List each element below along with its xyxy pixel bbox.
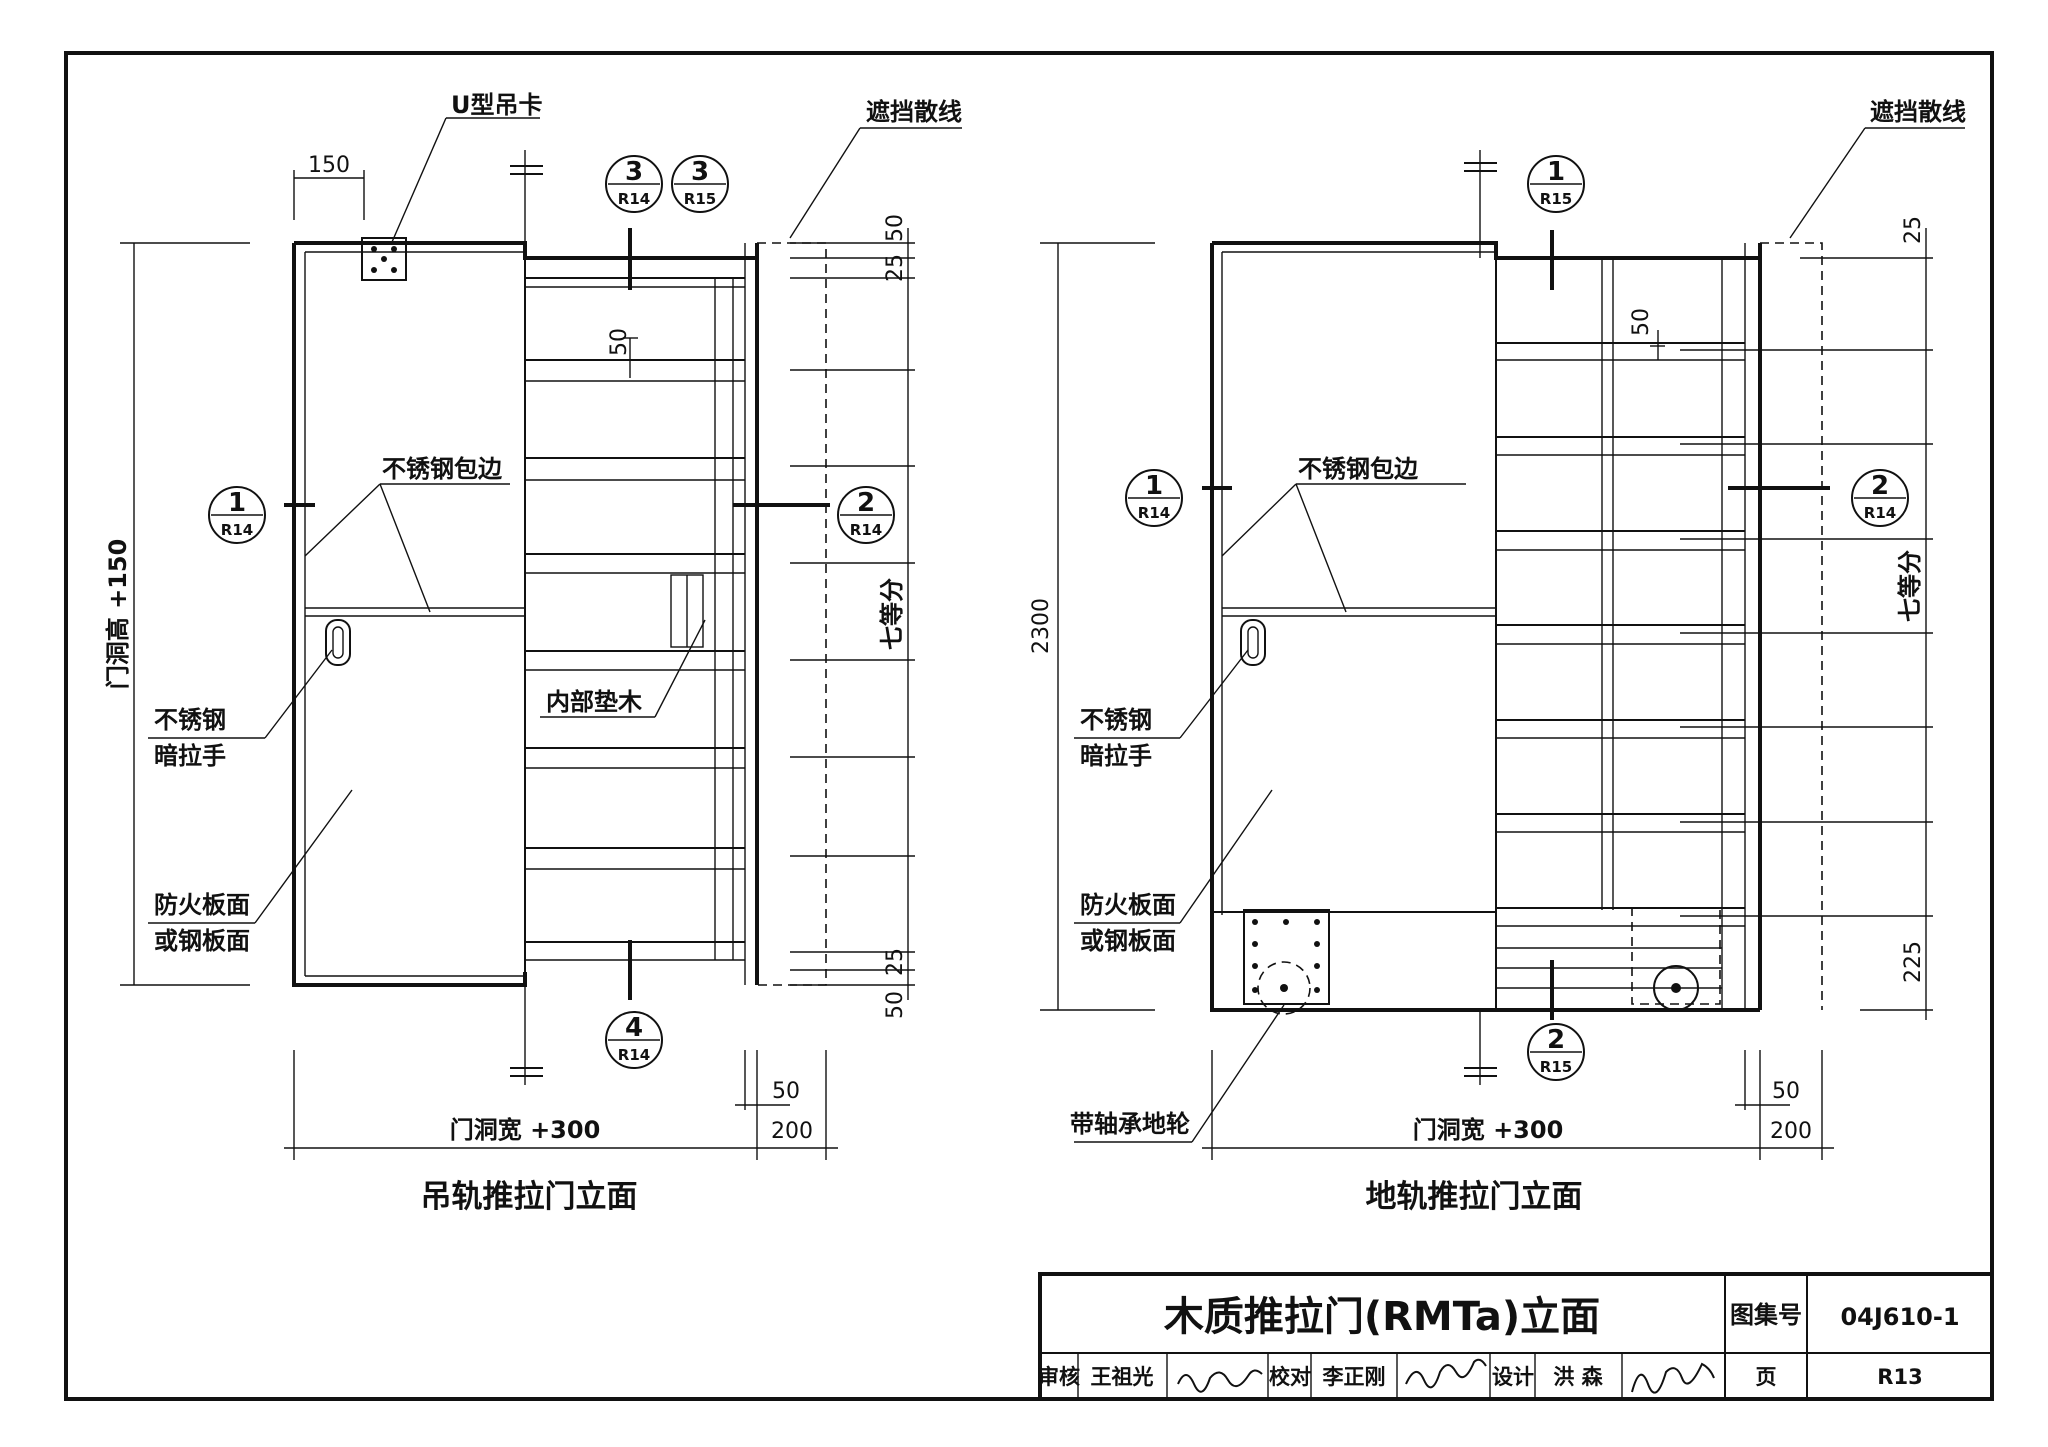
left-cover-label: 遮挡散线 <box>866 98 962 126</box>
left-width-dim: 门洞宽 +300 <box>450 1116 601 1144</box>
right-handle-label-2: 暗拉手 <box>1080 742 1152 770</box>
left-ref-1-r14: 1 R14 <box>208 486 266 544</box>
title-block: 木质推拉门(RMTa)立面 图集号 04J610-1 页 R13 审核 王祖光 … <box>1038 1272 1994 1401</box>
left-ref-4-r14: 4 R14 <box>605 1011 663 1069</box>
right-ref-1-r15: 1 R15 <box>1527 155 1585 213</box>
u-clip-icon <box>361 237 407 281</box>
svg-text:2: 2 <box>1547 1025 1565 1055</box>
svg-text:25: 25 <box>883 254 908 282</box>
svg-text:50: 50 <box>883 991 908 1019</box>
sheet-border <box>64 51 1994 1401</box>
right-panel-label-1: 防火板面 <box>1080 891 1176 919</box>
svg-text:R14: R14 <box>618 1046 650 1064</box>
svg-text:R14: R14 <box>1138 504 1170 522</box>
svg-text:50: 50 <box>883 214 908 242</box>
svg-text:1: 1 <box>1145 471 1163 501</box>
svg-text:R14: R14 <box>1864 504 1896 522</box>
svg-text:225: 225 <box>1901 941 1926 983</box>
dim-150: 150 <box>308 153 350 178</box>
right-width-dim: 门洞宽 +300 <box>1413 1116 1564 1144</box>
inner-block-label: 内部垫木 <box>546 688 643 716</box>
svg-text:50: 50 <box>1772 1079 1800 1104</box>
svg-text:R14: R14 <box>850 521 882 539</box>
left-handle-icon <box>325 619 351 666</box>
right-edge-label: 不锈钢包边 <box>1298 455 1419 483</box>
designer-name: 洪 森 <box>1553 1365 1603 1389</box>
svg-text:200: 200 <box>1770 1119 1812 1144</box>
svg-text:50: 50 <box>607 328 632 356</box>
check-label: 校对 <box>1269 1365 1311 1389</box>
right-cover-label: 遮挡散线 <box>1870 98 1966 126</box>
right-leaders <box>1074 127 1965 1143</box>
u-clip-label: U型吊卡 <box>451 91 543 119</box>
right-panel-label-2: 或钢板面 <box>1080 927 1176 955</box>
reviewer-signature <box>1177 1369 1263 1393</box>
left-cover-dashed <box>757 242 827 986</box>
page-number: R13 <box>1877 1365 1922 1389</box>
left-handle-label-1: 不锈钢 <box>154 706 226 734</box>
left-seven-equal: 七等分 <box>878 578 906 650</box>
svg-text:2: 2 <box>1871 471 1889 501</box>
left-panel-label-1: 防火板面 <box>154 891 250 919</box>
svg-text:R15: R15 <box>684 190 716 208</box>
reviewer-name: 王祖光 <box>1091 1365 1154 1389</box>
svg-text:200: 200 <box>771 1119 813 1144</box>
checker-name: 李正刚 <box>1322 1365 1386 1389</box>
right-elevation: 1 R15 1 R14 2 R14 2 R15 遮挡散线 不锈钢包边 不锈钢 暗… <box>1029 98 1966 1215</box>
svg-text:2: 2 <box>857 488 875 518</box>
left-ref-2-r14: 2 R14 <box>837 486 895 544</box>
svg-text:R14: R14 <box>221 521 253 539</box>
drawing-title: 木质推拉门(RMTa)立面 <box>1164 1294 1600 1340</box>
svg-text:50: 50 <box>772 1079 800 1104</box>
left-height-dim: 门洞高 +150 <box>104 539 132 690</box>
right-ref-2-r15: 2 R15 <box>1527 1023 1585 1081</box>
svg-text:4: 4 <box>625 1013 643 1043</box>
left-elevation: 3 R14 3 R15 1 R14 2 R14 4 R14 U型吊卡 遮挡散线 … <box>104 91 962 1215</box>
right-rails <box>1496 342 1745 989</box>
right-caption: 地轨推拉门立面 <box>1366 1179 1583 1215</box>
svg-text:25: 25 <box>1901 216 1926 244</box>
wheel-plate-icon <box>1243 909 1330 1005</box>
svg-text:R14: R14 <box>618 190 650 208</box>
left-leaders <box>148 117 962 924</box>
wheel-label: 带轴承地轮 <box>1070 1110 1190 1138</box>
design-label: 设计 <box>1492 1365 1534 1389</box>
right-ref-2-r14: 2 R14 <box>1851 469 1909 527</box>
wheel-hidden-icon <box>1257 961 1311 1015</box>
left-ref-3-r15: 3 R15 <box>671 155 729 213</box>
svg-text:50: 50 <box>1629 308 1654 336</box>
right-cover-dashed <box>1760 242 1823 1010</box>
svg-text:3: 3 <box>691 157 709 187</box>
page-label: 页 <box>1756 1365 1777 1389</box>
right-seven-equal: 七等分 <box>1896 550 1924 622</box>
svg-text:R15: R15 <box>1540 1058 1572 1076</box>
left-caption: 吊轨推拉门立面 <box>421 1179 638 1215</box>
svg-text:25: 25 <box>883 948 908 976</box>
right-height-dim: 2300 <box>1029 598 1054 654</box>
checker-signature <box>1405 1358 1487 1389</box>
review-label: 审核 <box>1038 1365 1080 1389</box>
wheel-icon <box>1653 965 1699 1011</box>
atlas-label: 图集号 <box>1730 1301 1802 1329</box>
left-ref-3-r14: 3 R14 <box>605 155 663 213</box>
right-handle-icon <box>1240 619 1266 666</box>
svg-text:1: 1 <box>228 488 246 518</box>
right-handle-label-1: 不锈钢 <box>1080 706 1152 734</box>
left-rails <box>525 277 745 961</box>
designer-signature <box>1631 1362 1715 1394</box>
atlas-number: 04J610-1 <box>1840 1303 1959 1331</box>
right-ref-1-r14: 1 R14 <box>1125 469 1183 527</box>
left-edge-label: 不锈钢包边 <box>382 455 503 483</box>
svg-text:3: 3 <box>625 157 643 187</box>
left-panel-label-2: 或钢板面 <box>154 927 250 955</box>
svg-text:1: 1 <box>1547 157 1565 187</box>
svg-text:R15: R15 <box>1540 190 1572 208</box>
left-handle-label-2: 暗拉手 <box>154 742 226 770</box>
